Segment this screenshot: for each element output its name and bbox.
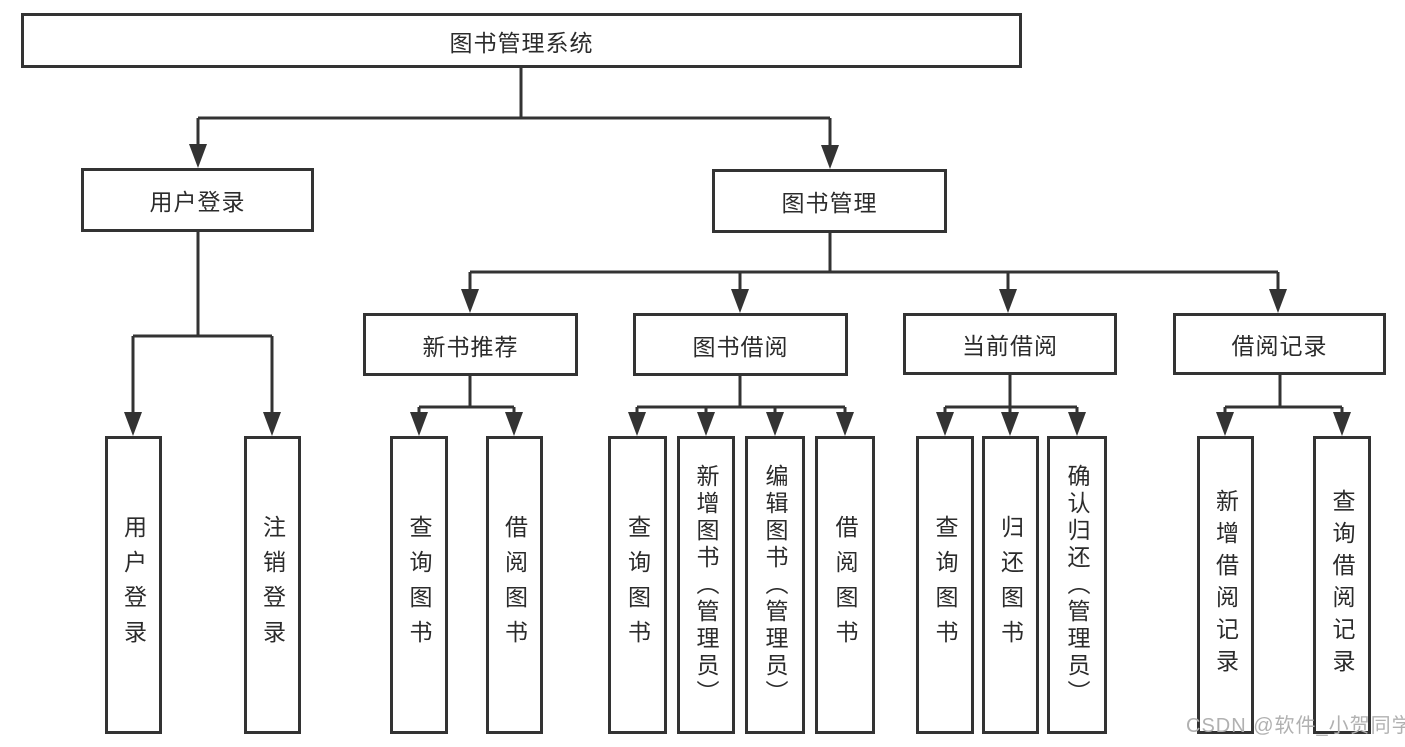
leaf-cb-query-book: 查询图书: [916, 436, 974, 734]
leaf-bb-query-book-label: 查询图书: [624, 515, 651, 655]
connector-newbookrec-branch: [417, 376, 516, 414]
leaf-bb-add-book-label: 新增图书（管理员）: [693, 463, 719, 707]
leaf-br-query-record: 查询借阅记录: [1313, 436, 1371, 734]
leaf-cb-return-book-label: 归还图书: [997, 515, 1024, 655]
leaf-cb-confirm-return-label: 确认归还（管理员）: [1064, 463, 1090, 707]
leaf-user-login: 用户登录: [105, 436, 162, 734]
node-current-borrow-label: 当前借阅: [962, 333, 1058, 359]
leaf-br-add-record: 新增借阅记录: [1197, 436, 1254, 734]
leaf-br-query-record-label: 查询借阅记录: [1329, 489, 1355, 681]
leaf-bb-edit-book-label: 编辑图书（管理员）: [762, 463, 788, 707]
leaf-logout-label: 注销登录: [259, 515, 286, 655]
leaf-bb-borrow-book: 借阅图书: [815, 436, 875, 734]
leaf-nbr-borrow-book: 借阅图书: [486, 436, 543, 734]
node-login-module-label: 用户登录: [149, 189, 246, 215]
node-login-module: 用户登录: [81, 168, 314, 232]
node-new-book-recommend-label: 新书推荐: [422, 333, 519, 360]
node-borrow-record: 借阅记录: [1173, 313, 1386, 375]
node-root-label: 图书管理系统: [449, 29, 594, 56]
connector-bookborrow-branch: [635, 376, 847, 414]
leaf-bb-query-book: 查询图书: [608, 436, 667, 734]
leaf-br-add-record-label: 新增借阅记录: [1212, 489, 1239, 681]
node-book-module-label: 图书管理: [781, 190, 878, 216]
leaf-nbr-query-book: 查询图书: [390, 436, 448, 734]
node-new-book-recommend: 新书推荐: [363, 313, 578, 376]
csdn-watermark: CSDN @软件_小贺同学: [1186, 715, 1405, 737]
leaf-bb-borrow-book-label: 借阅图书: [832, 515, 858, 655]
leaf-nbr-borrow-book-label: 借阅图书: [501, 515, 528, 655]
leaf-cb-return-book: 归还图书: [982, 436, 1039, 734]
node-borrow-record-label: 借阅记录: [1231, 333, 1328, 359]
connector-root-branch: [196, 68, 832, 147]
node-book-borrow-label: 图书借阅: [692, 333, 789, 360]
leaf-cb-confirm-return: 确认归还（管理员）: [1047, 436, 1107, 734]
leaf-cb-query-book-label: 查询图书: [932, 515, 958, 655]
connector-login-branch: [131, 232, 274, 414]
node-root-system: 图书管理系统: [21, 13, 1022, 68]
arrowheads: [124, 144, 1351, 436]
connector-borrowrecord-branch: [1223, 375, 1344, 414]
leaf-bb-add-book: 新增图书（管理员）: [677, 436, 735, 734]
leaf-logout: 注销登录: [244, 436, 301, 734]
leaf-nbr-query-book-label: 查询图书: [406, 515, 432, 655]
leaf-bb-edit-book: 编辑图书（管理员）: [745, 436, 805, 734]
connector-bookmgmt-branch: [468, 233, 1280, 291]
connector-currentborrow-branch: [943, 375, 1079, 414]
node-current-borrow: 当前借阅: [903, 313, 1117, 375]
node-book-module: 图书管理: [712, 169, 947, 233]
node-book-borrow: 图书借阅: [633, 313, 848, 376]
leaf-user-login-label: 用户登录: [120, 515, 147, 655]
